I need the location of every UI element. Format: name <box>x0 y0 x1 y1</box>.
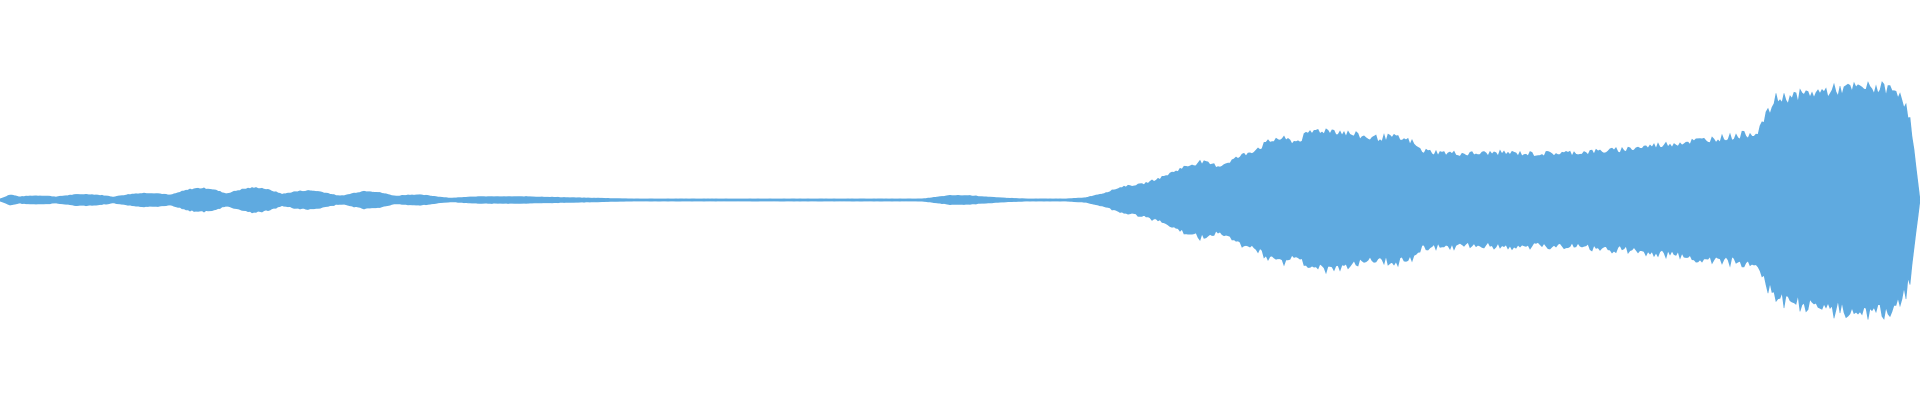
waveform-shape <box>0 81 1920 320</box>
